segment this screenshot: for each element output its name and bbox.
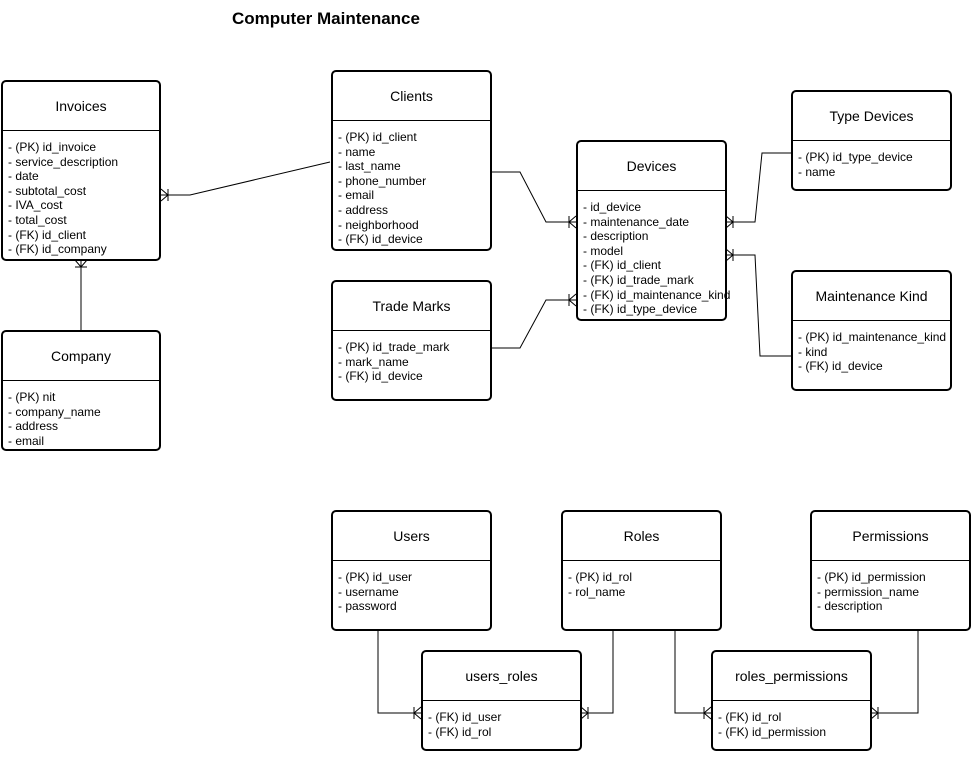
entity-roles: Roles - (PK) id_rol - rol_name bbox=[561, 510, 722, 631]
entity-maintenance-kind-name: Maintenance Kind bbox=[793, 272, 950, 321]
field: - email bbox=[338, 188, 375, 203]
field: - (FK) id_rol bbox=[428, 724, 492, 739]
crowfoot-usersroles-roles bbox=[580, 706, 589, 720]
field: - (FK) id_client bbox=[583, 258, 662, 273]
link-users-usersroles bbox=[377, 630, 421, 714]
field: - (FK) id_maintenance_kind bbox=[583, 287, 731, 302]
link-roles-usersroles bbox=[581, 630, 614, 714]
entity-users-name: Users bbox=[333, 512, 490, 561]
field: - (FK) id_user bbox=[428, 710, 502, 724]
field: - id_device bbox=[583, 200, 642, 214]
field: - total_cost bbox=[8, 212, 67, 227]
field: - (PK) id_maintenance_kind bbox=[798, 330, 947, 344]
field: - (PK) id_rol bbox=[568, 570, 633, 584]
entity-trade-marks-name: Trade Marks bbox=[333, 282, 490, 331]
field: - model bbox=[583, 243, 624, 258]
field: - kind bbox=[798, 344, 828, 359]
field: - name bbox=[338, 144, 376, 159]
field: - phone_number bbox=[338, 173, 427, 188]
entity-users-roles: users_roles - (FK) id_user - (FK) id_rol bbox=[421, 650, 582, 751]
field: - (FK) id_company bbox=[8, 242, 107, 257]
entity-clients: Clients - (PK) id_client - name - last_n… bbox=[331, 70, 492, 251]
entity-maintenance-kind: Maintenance Kind - (PK) id_maintenance_k… bbox=[791, 270, 952, 391]
field: - (PK) id_user bbox=[338, 570, 413, 584]
entity-roles-permissions-name: roles_permissions bbox=[713, 652, 870, 701]
field: - IVA_cost bbox=[8, 198, 63, 213]
field: - (FK) id_permission bbox=[718, 724, 827, 739]
field: - subtotal_cost bbox=[8, 183, 87, 198]
field: - description bbox=[583, 229, 649, 244]
field: - (PK) id_client bbox=[338, 130, 417, 144]
field: - (PK) id_permission bbox=[817, 570, 926, 584]
field: - name bbox=[798, 164, 836, 179]
entity-invoices: Invoices - (PK) id_invoice - service_des… bbox=[1, 80, 161, 261]
entity-type-devices: Type Devices - (PK) id_type_device - nam… bbox=[791, 90, 952, 191]
link-devices-typedevices bbox=[726, 152, 791, 223]
field: - date bbox=[8, 169, 39, 184]
crowfoot-devices-typedevices bbox=[725, 215, 734, 229]
field: - company_name bbox=[8, 404, 101, 419]
field: - (FK) id_client bbox=[8, 227, 87, 242]
link-clients-devices bbox=[491, 171, 576, 223]
field: - (PK) id_trade_mark bbox=[338, 340, 450, 354]
entity-users-roles-name: users_roles bbox=[423, 652, 580, 701]
field: - neighborhood bbox=[338, 217, 419, 232]
entity-roles-name: Roles bbox=[563, 512, 720, 561]
field: - service_description bbox=[8, 154, 119, 169]
field: - mark_name bbox=[338, 354, 409, 369]
field: - last_name bbox=[338, 159, 401, 174]
entity-users: Users - (PK) id_user - username - passwo… bbox=[331, 510, 492, 631]
entity-company: Company - (PK) nit - company_name - addr… bbox=[1, 330, 161, 451]
field: - username bbox=[338, 584, 399, 599]
field: - address bbox=[338, 202, 389, 217]
field: - rol_name bbox=[568, 584, 626, 599]
entity-permissions-name: Permissions bbox=[812, 512, 969, 561]
crowfoot-rolespermissions-roles bbox=[703, 706, 712, 720]
field: - (FK) id_device bbox=[798, 359, 883, 374]
link-devices-maintenancekind bbox=[726, 254, 791, 357]
field: - (FK) id_device bbox=[338, 232, 423, 247]
crowfoot-devices-clients bbox=[568, 215, 577, 229]
entity-invoices-name: Invoices bbox=[3, 82, 159, 131]
entity-type-devices-name: Type Devices bbox=[793, 92, 950, 141]
field: - (FK) id_type_device bbox=[583, 302, 698, 317]
crowfoot-devices-maintenancekind bbox=[725, 248, 734, 262]
entity-devices: Devices - id_device - maintenance_date -… bbox=[576, 140, 731, 321]
crowfoot-invoices bbox=[160, 188, 169, 202]
field: - (FK) id_device bbox=[338, 369, 423, 384]
field: - maintenance_date bbox=[583, 214, 690, 229]
entity-company-name: Company bbox=[3, 332, 159, 381]
field: - (PK) id_type_device bbox=[798, 150, 913, 164]
field: - (FK) id_rol bbox=[718, 710, 782, 724]
link-invoices-clients bbox=[161, 161, 331, 196]
crowfoot-usersroles-users bbox=[413, 706, 422, 720]
field: - email bbox=[8, 433, 45, 448]
link-trademarks-devices bbox=[491, 299, 576, 349]
crowfoot-invoices-company bbox=[74, 259, 88, 268]
field: - (FK) id_trade_mark bbox=[583, 272, 694, 287]
entity-devices-name: Devices bbox=[578, 142, 725, 191]
field: - description bbox=[817, 599, 883, 614]
link-permissions-rolespermissions bbox=[871, 630, 919, 714]
crowfoot-devices-trademarks bbox=[568, 293, 577, 307]
link-roles-rolespermissions bbox=[674, 630, 711, 714]
field: - (PK) nit bbox=[8, 390, 56, 404]
entity-roles-permissions: roles_permissions - (FK) id_rol - (FK) i… bbox=[711, 650, 872, 751]
diagram-title: Computer Maintenance bbox=[232, 9, 420, 28]
entity-clients-name: Clients bbox=[333, 72, 490, 121]
entity-trade-marks: Trade Marks - (PK) id_trade_mark - mark_… bbox=[331, 280, 492, 401]
field: - permission_name bbox=[817, 584, 920, 599]
entity-permissions: Permissions - (PK) id_permission - permi… bbox=[810, 510, 971, 631]
crowfoot-rolespermissions-permissions bbox=[870, 706, 879, 720]
field: - (PK) id_invoice bbox=[8, 140, 97, 154]
field: - password bbox=[338, 599, 397, 614]
field: - address bbox=[8, 419, 59, 434]
